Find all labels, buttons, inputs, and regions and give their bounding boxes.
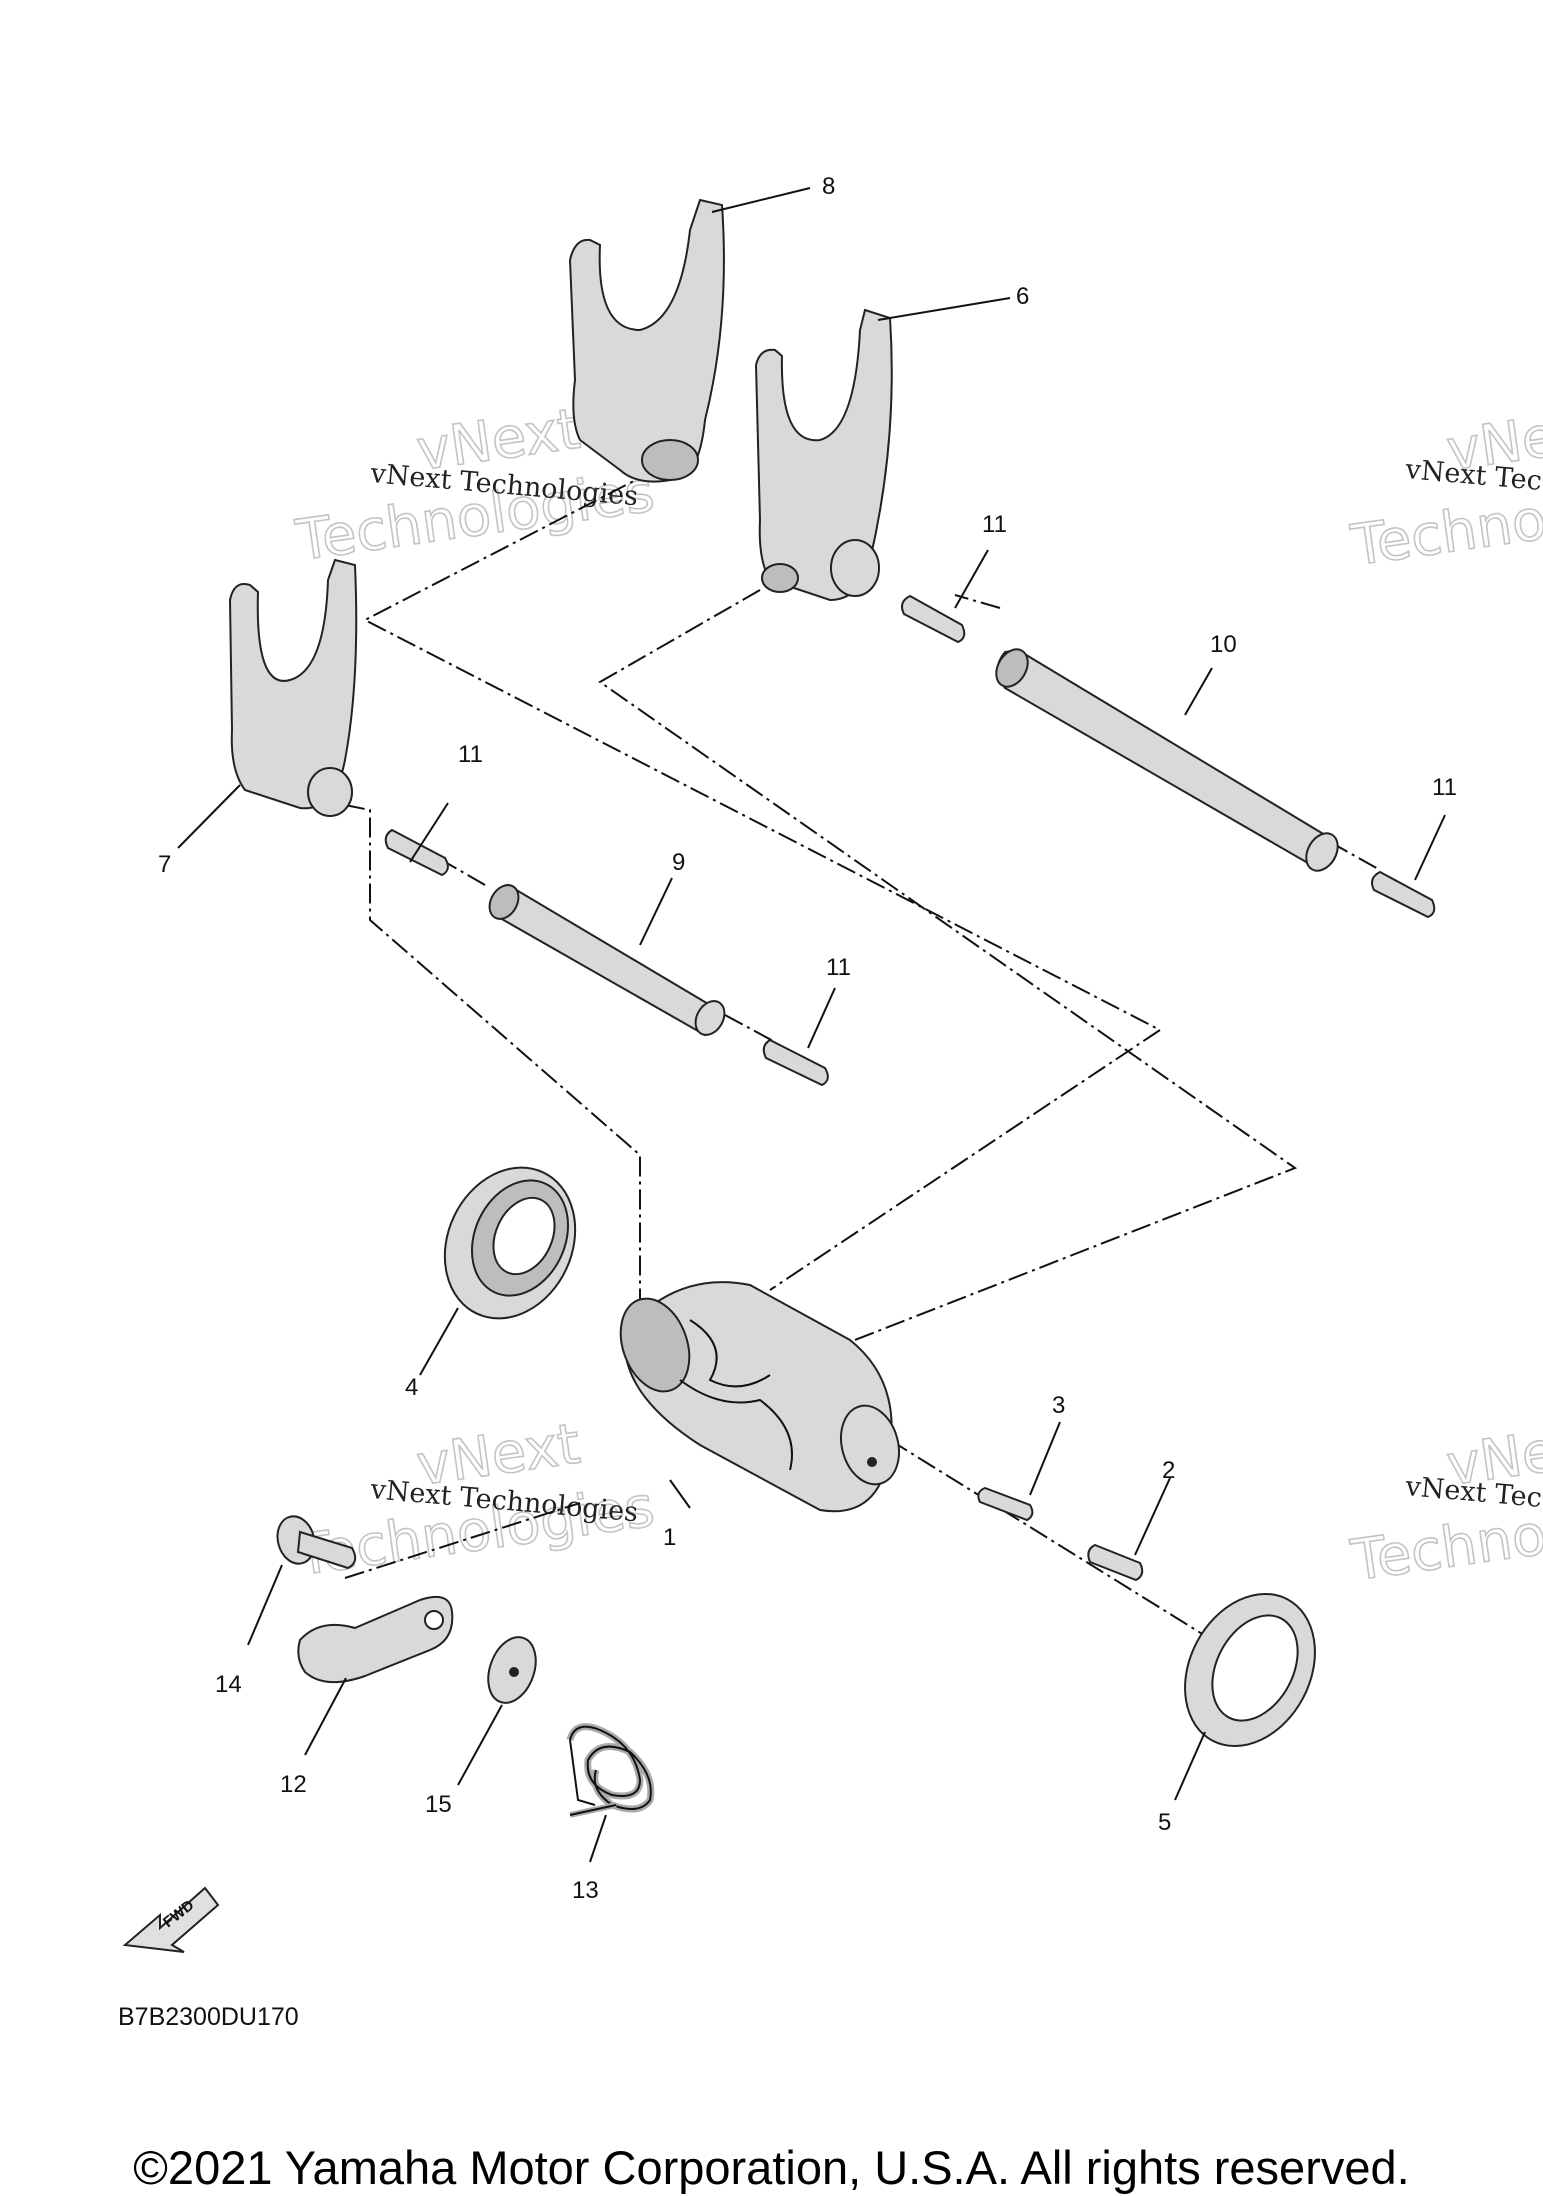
stopper-lever-12 — [297, 1596, 454, 1684]
fwd-arrow-icon: FWD — [122, 1886, 220, 1953]
pin-3 — [977, 1486, 1034, 1522]
shift-fork-7 — [228, 558, 358, 817]
assembly-line-pin-11-b — [954, 594, 1001, 609]
watermark-lower-right: vNe Techno vNext Tec — [1346, 1418, 1543, 1594]
callout-15: 15 — [425, 1791, 452, 1818]
callout-5: 5 — [1158, 1809, 1171, 1836]
assembly-lines — [344, 469, 1381, 1646]
shift-drum-1 — [619, 1281, 900, 1513]
pin-2 — [1087, 1543, 1144, 1582]
assembly-line-fork-8 — [362, 469, 1162, 1291]
callout-7: 7 — [158, 851, 171, 878]
callout-13: 13 — [572, 1877, 599, 1904]
assembly-line-drum-axis — [889, 1439, 1221, 1646]
leader-lines — [177, 187, 1446, 1863]
callout-12: 12 — [280, 1771, 307, 1798]
pin-11-c — [1371, 870, 1436, 919]
callout-10: 10 — [1210, 631, 1237, 658]
washer-15 — [487, 1636, 537, 1704]
assembly-line-fork-6 — [598, 589, 1298, 1341]
pin-11-d — [762, 1038, 829, 1087]
shift-fork-8 — [568, 198, 725, 483]
callout-2: 2 — [1162, 1457, 1175, 1484]
bearing-4 — [443, 1166, 577, 1320]
segment-bolt-14 — [276, 1515, 357, 1570]
callout-1: 1 — [663, 1524, 676, 1551]
copyright-notice: ©2021 Yamaha Motor Corporation, U.S.A. A… — [133, 2141, 1410, 2194]
assembly-line-pin-11-d — [724, 1014, 776, 1043]
watermark-partial-large-bottom: Techno — [1347, 1502, 1543, 1594]
watermark-partial-large-top: vNe — [1443, 404, 1543, 484]
torsion-spring-13 — [566, 1723, 655, 1818]
callout-11-c: 11 — [1432, 774, 1457, 801]
watermark-upper-right: vNe Techno vNext Tec — [1346, 403, 1543, 579]
assembly-line-segment — [344, 1502, 581, 1579]
watermark-partial-large-top: vNe — [1443, 1419, 1543, 1499]
callout-6: 6 — [1016, 283, 1029, 310]
callout-8: 8 — [822, 173, 835, 200]
assembly-line-pin-11-a — [444, 861, 486, 886]
bearing-5 — [1184, 1592, 1316, 1748]
callout-9: 9 — [672, 849, 685, 876]
shift-fork-6 — [754, 308, 893, 602]
callout-11-d: 11 — [826, 954, 851, 981]
assembly-line-fork-7 — [344, 804, 641, 1330]
callout-4: 4 — [405, 1374, 418, 1401]
pin-11-b — [901, 594, 966, 644]
guide-bar-9 — [488, 883, 726, 1037]
callout-3: 3 — [1052, 1392, 1065, 1419]
watermark-partial-large-bottom: Techno — [1347, 487, 1543, 579]
callout-11-a: 11 — [458, 741, 483, 768]
callout-labels: 8 6 11 10 11 7 11 9 11 4 1 3 2 5 14 12 1… — [158, 173, 1457, 1904]
guide-bar-10 — [995, 648, 1339, 872]
callout-14: 14 — [215, 1671, 242, 1698]
callout-11-b: 11 — [982, 511, 1007, 538]
drawing-code: B7B2300DU170 — [118, 2003, 299, 2031]
